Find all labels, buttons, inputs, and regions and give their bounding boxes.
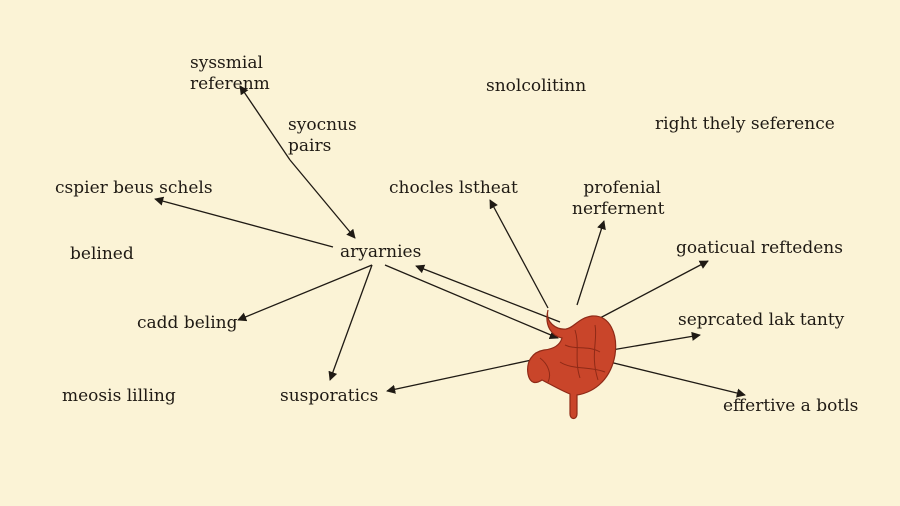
label-susporatics: susporatics xyxy=(280,386,379,406)
label-line: profenial xyxy=(583,178,661,198)
label-snolcolitinn: snolcolitinn xyxy=(486,76,587,96)
arrow-stomach-to-effertive xyxy=(584,355,746,398)
arrow-stomach-to-seprcated xyxy=(599,331,701,353)
arrow-hub-to-cspier xyxy=(154,196,334,248)
arrow-stomach-to-goaticual xyxy=(599,260,709,319)
arrow-hub-to-synsmial xyxy=(239,85,291,161)
label-profenial-nerfernent: profenial nerfernent xyxy=(572,178,664,220)
arrow-hub-to-stomach xyxy=(384,264,559,340)
label-line: pairs xyxy=(288,136,332,156)
label-syocnus-pairs: syocnus pairs xyxy=(288,115,357,157)
label-aryarnies: aryarnies xyxy=(340,242,422,262)
arrow-stomach-to-susporatics xyxy=(386,354,556,394)
label-line: syssmial xyxy=(190,53,263,73)
label-line: nerfernent xyxy=(572,199,665,219)
label-right-thely-seference: right thely seference xyxy=(655,114,835,134)
label-meosis-lilling: meosis lilling xyxy=(62,386,176,406)
label-chocles-lstheat: chocles lstheat xyxy=(389,178,518,198)
label-line: referenm xyxy=(190,74,270,94)
arrow-hub-to-pairs xyxy=(289,159,356,239)
label-synsmial-referenm: syssmial referenm xyxy=(190,53,270,95)
arrow-hub-to-susporatics xyxy=(328,264,373,381)
label-goaticual-refdedens: goaticual reftedens xyxy=(676,238,843,258)
label-belined: belined xyxy=(70,244,134,264)
label-line: syocnus xyxy=(288,115,357,135)
label-seprcated-lak-tanty: seprcated lak tanty xyxy=(678,310,845,330)
label-cadd-beling: cadd beling xyxy=(137,313,238,333)
arrow-stomach-to-chocles xyxy=(489,199,549,309)
arrow-hub-to-cadd xyxy=(237,264,373,322)
arrow-stomach-to-profenial xyxy=(576,220,606,306)
label-cspier-beus-schels: cspier beus schels xyxy=(55,178,213,198)
arrow-stomach-to-hub xyxy=(415,264,561,323)
label-effertive-a-botls: effertive a botls xyxy=(723,396,859,416)
